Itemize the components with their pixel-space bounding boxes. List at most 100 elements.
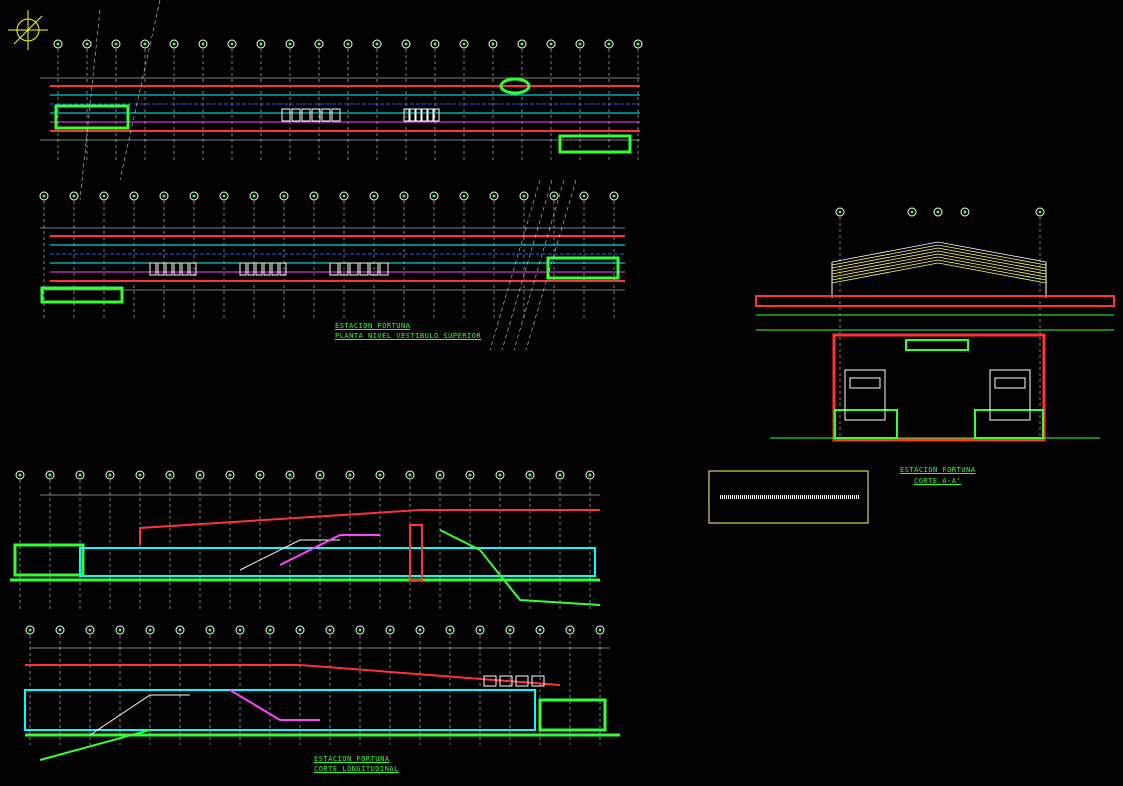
grid-bubble-dot [162, 194, 166, 198]
ramp-line [39, 729, 151, 761]
escalator-step [421, 108, 428, 122]
grid-bubble-dot [388, 628, 392, 632]
grid-bubble-dot [408, 473, 412, 477]
station-box [832, 333, 1046, 442]
grid-bubble-icon [343, 39, 353, 49]
grid-bubble-dot [18, 473, 22, 477]
grid-bubble-icon [519, 191, 529, 201]
grid-bubble-dot [963, 210, 967, 214]
grid-bubble-icon [53, 39, 63, 49]
end-wall [13, 543, 85, 577]
roof-line [831, 253, 1047, 275]
escalator-step [263, 262, 271, 276]
grid-bubble-dot [138, 473, 142, 477]
grid-bubble-icon [465, 470, 475, 480]
roof-line [831, 262, 1047, 284]
grid-bubble-icon [45, 470, 55, 480]
ramp-shape [499, 77, 531, 95]
escalator-step [369, 262, 379, 276]
grid-bubble-dot [88, 628, 92, 632]
grid-bubble-dot [56, 42, 60, 46]
escalator-step [189, 262, 197, 276]
diagonal-line [525, 179, 577, 351]
grid-bubble-dot [549, 42, 553, 46]
grid-bubble-dot [108, 473, 112, 477]
grid-bubble-dot [228, 473, 232, 477]
escalator-step [311, 108, 321, 122]
grid-bubble-icon [285, 470, 295, 480]
grid-bubble-icon [227, 39, 237, 49]
stair [89, 694, 190, 736]
platform-outline [546, 256, 620, 280]
diagonal-line [119, 0, 161, 181]
grid-bubble-icon [225, 470, 235, 480]
grid-bubble-icon [189, 191, 199, 201]
grid-bubble-dot [568, 628, 572, 632]
grid-bubble-icon [525, 470, 535, 480]
grid-bubble-dot [298, 628, 302, 632]
grid-bubble-dot [558, 473, 562, 477]
grid-bubble-icon [549, 191, 559, 201]
grid-bubble-icon [575, 39, 585, 49]
grid-bubble-icon [105, 470, 115, 480]
platform [834, 409, 898, 439]
plan-subtitle: PLANTA NIVEL VESTIBULO SUPERIOR [335, 332, 482, 340]
escalator-step [239, 262, 247, 276]
grid-bubble-dot [348, 473, 352, 477]
grid-bubble-dot [462, 42, 466, 46]
section-aa-subtitle: CORTE A-A' [914, 477, 962, 485]
grid-bubble-icon [489, 191, 499, 201]
train-icon [515, 675, 529, 687]
grid-bubble-dot [1038, 210, 1042, 214]
escalator-step [359, 262, 369, 276]
grid-bubble-dot [520, 42, 524, 46]
grid-bubble-dot [259, 42, 263, 46]
grid-bubble-icon [405, 470, 415, 480]
grid-bubble-dot [258, 473, 262, 477]
grid-bubble-dot [578, 42, 582, 46]
stair [279, 534, 380, 566]
roof-line [831, 247, 1047, 269]
escalator-step [279, 262, 287, 276]
entrance-outline [558, 134, 632, 154]
grid-bubble-dot [498, 473, 502, 477]
plan-title: ESTACION FORTUNA [335, 322, 411, 330]
grid-bubble-dot [492, 194, 496, 198]
grid-bubble-icon [309, 191, 319, 201]
grid-bubble-icon [85, 625, 95, 635]
beam [905, 339, 969, 351]
grid-bubble-icon [111, 39, 121, 49]
grid-bubble-icon [375, 470, 385, 480]
escalator-step [433, 108, 440, 122]
grid-bubble-icon [355, 625, 365, 635]
escalator-step [427, 108, 434, 122]
grid-bubble-dot [168, 473, 172, 477]
grid-bubble-dot [936, 210, 940, 214]
grid-bubble-icon [195, 470, 205, 480]
grid-bubble-icon [445, 625, 455, 635]
grid-bubble-icon [345, 470, 355, 480]
grid-bubble-dot [102, 194, 106, 198]
grid-bubble-dot [636, 42, 640, 46]
train-window [994, 377, 1026, 389]
grid-bubble-icon [488, 39, 498, 49]
grid-bubble-icon [39, 191, 49, 201]
escalator-step [255, 262, 263, 276]
ramp-line [439, 529, 601, 606]
grid-bubble-dot [318, 473, 322, 477]
grid-bubble-dot [148, 628, 152, 632]
grid-bubble-icon [401, 39, 411, 49]
grid-bubble-icon [15, 470, 25, 480]
grid-bubble-dot [432, 194, 436, 198]
roof-profile [25, 664, 561, 686]
grid-bubble-icon [535, 625, 545, 635]
grid-bubble-icon [517, 39, 527, 49]
grid-bubble-icon [415, 625, 425, 635]
street-slab [755, 295, 1115, 307]
detail-box [708, 470, 869, 524]
escalator-step [379, 262, 389, 276]
platform-outline [54, 104, 130, 130]
grid-bubble-icon [430, 39, 440, 49]
grid-bubble-dot [346, 42, 350, 46]
